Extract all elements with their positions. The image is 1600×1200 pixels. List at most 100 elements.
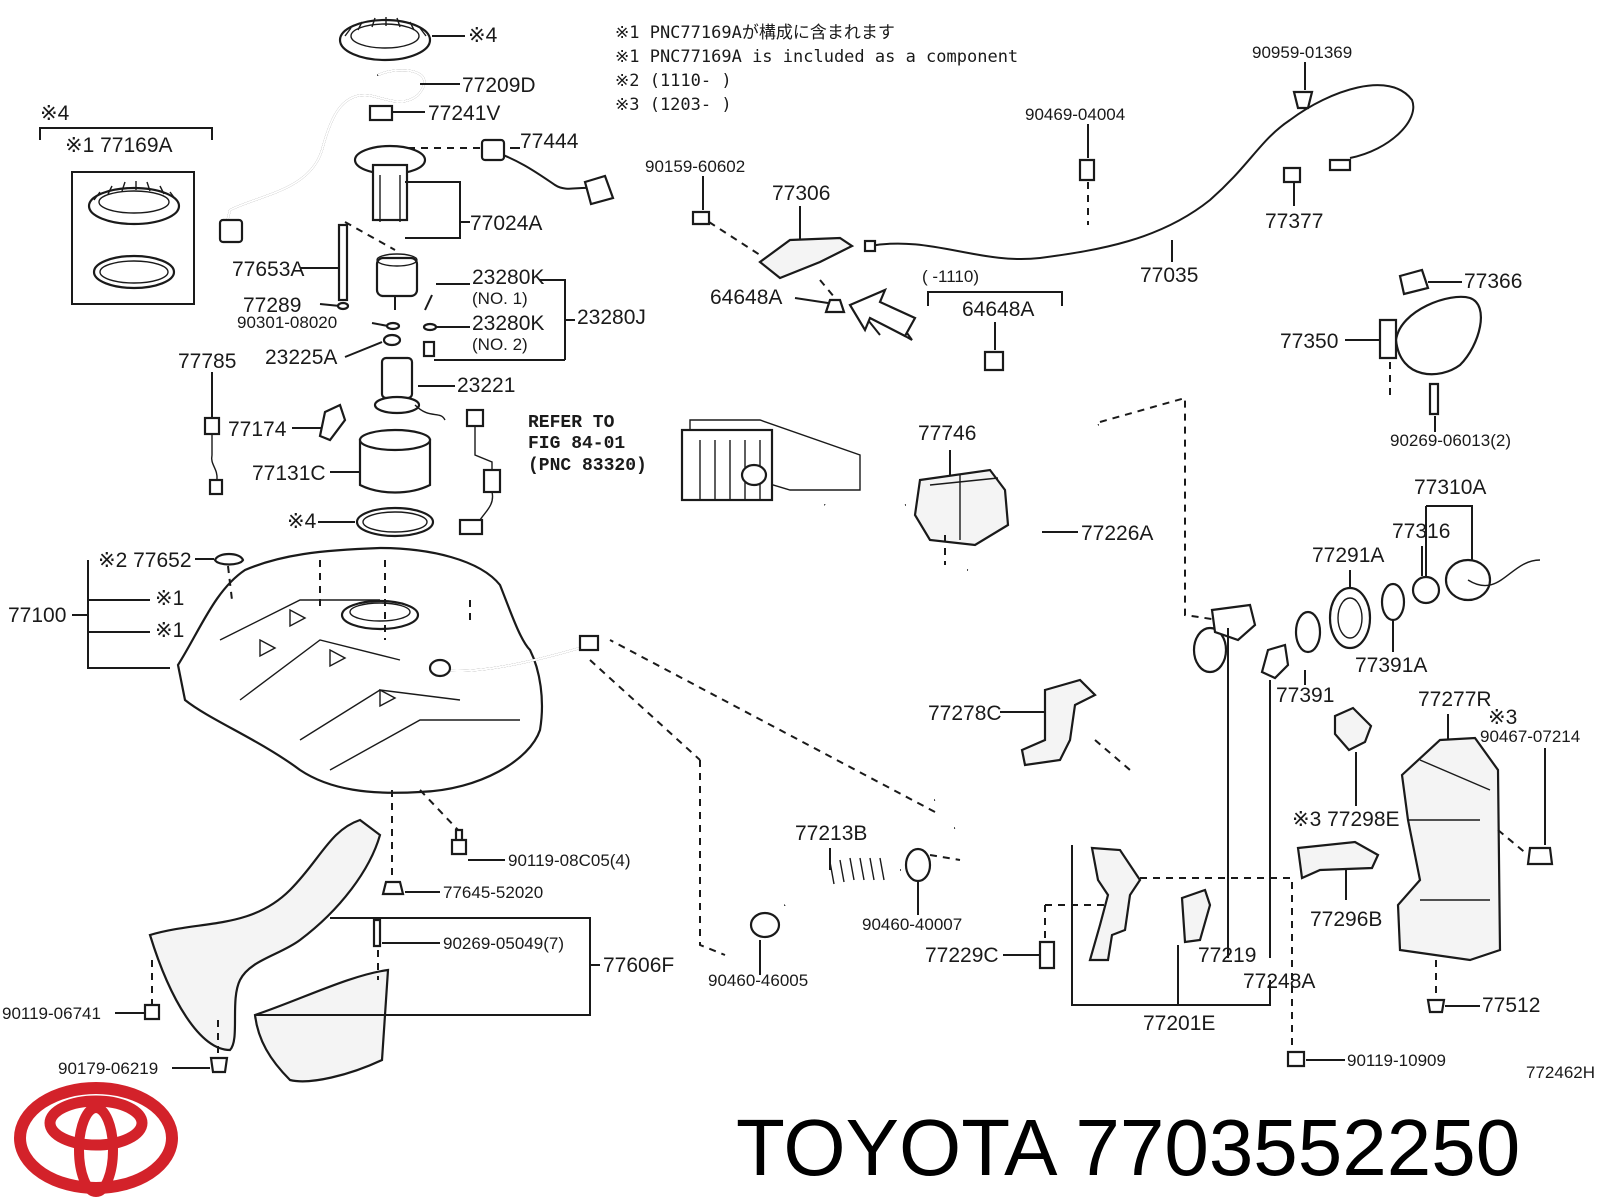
- gasket-77391[interactable]: [1294, 610, 1322, 654]
- tank-mounting: 90119-08C05(4) 77645-52020 77606F 90269-…: [2, 789, 674, 1083]
- bolt-90119-06741[interactable]: [143, 1003, 161, 1021]
- label-77209d: 77209D: [462, 74, 536, 97]
- label-90301: 90301-08020: [237, 313, 337, 332]
- label-77645: 77645-52020: [443, 883, 543, 902]
- footer-title: TOYOTA 7703552250: [736, 1103, 1520, 1192]
- label-90119-10909: 90119-10909: [1347, 1051, 1446, 1070]
- bolt-90119-08c05[interactable]: [450, 828, 468, 856]
- label-90959: 90959-01369: [1252, 43, 1352, 62]
- fuel-filter[interactable]: [375, 256, 419, 298]
- label-77316: 77316: [1392, 520, 1450, 543]
- cap-77652[interactable]: [213, 552, 245, 566]
- lock-ring-top[interactable]: [338, 18, 432, 62]
- label-star3-a: ※3: [1488, 706, 1517, 729]
- label-77350: 77350: [1280, 330, 1338, 353]
- pump-cup-77131c[interactable]: [358, 438, 432, 494]
- clip-90469[interactable]: [1078, 158, 1096, 182]
- clamp-90460-40007[interactable]: [904, 847, 932, 883]
- clip-90467[interactable]: [1526, 846, 1554, 866]
- label-77291a: 77291A: [1312, 544, 1384, 567]
- label-77653a: 77653A: [232, 258, 304, 281]
- bracket-77278c[interactable]: [1020, 678, 1097, 767]
- fuel-tank-77100[interactable]: [176, 546, 600, 794]
- label-77306: 77306: [772, 182, 830, 205]
- label-90469: 90469-04004: [1025, 105, 1125, 124]
- bolt-90119-10909[interactable]: [1286, 1050, 1306, 1068]
- label-90467: 90467-07214: [1480, 727, 1580, 746]
- seal-77316[interactable]: [1411, 575, 1441, 605]
- label-77366: 77366: [1464, 270, 1522, 293]
- rod-77653a[interactable]: [337, 223, 349, 302]
- part-77241v[interactable]: [368, 104, 394, 122]
- housing-77277r[interactable]: [1396, 736, 1502, 962]
- label-90119-06741: 90119-06741: [2, 1004, 101, 1023]
- fuel-lid-77350[interactable]: [1394, 295, 1482, 376]
- label-77226a: 77226A: [1081, 522, 1153, 545]
- valve-77298e[interactable]: [1333, 706, 1373, 752]
- tank-labels: ※2 77652 ※1 ※1 77100: [8, 549, 471, 669]
- label-77746: 77746: [918, 422, 976, 445]
- clip-77248a[interactable]: [1180, 888, 1212, 944]
- bracket-77201e[interactable]: [1088, 846, 1142, 962]
- clip-77512[interactable]: [1426, 998, 1446, 1014]
- fuel-pump-assembly: ※4 77209D 77241V 77444 77024A 77653A: [178, 17, 646, 538]
- clip-77229c[interactable]: [1038, 940, 1056, 970]
- undercover-right[interactable]: [253, 968, 390, 1083]
- label-90460-46005: 90460-46005: [708, 971, 808, 990]
- refer-line-3: (PNC 83320): [528, 456, 647, 476]
- screw-90159[interactable]: [691, 210, 711, 226]
- gasket-77391a[interactable]: [1380, 582, 1406, 622]
- label-star4-kit: ※4: [40, 102, 70, 125]
- label-77035: 77035: [1140, 264, 1198, 287]
- label-77289: 77289: [243, 294, 301, 317]
- label-77391a: 77391A: [1355, 654, 1427, 677]
- tank-opening: [340, 599, 420, 631]
- clip-90179[interactable]: [209, 1056, 229, 1074]
- cable-77035[interactable]: [869, 84, 1415, 260]
- label-77391: 77391: [1276, 684, 1334, 707]
- ring-77291a[interactable]: [1328, 586, 1372, 650]
- lever-77306[interactable]: [758, 236, 855, 280]
- label-23225a: 23225A: [265, 346, 337, 369]
- arrow-indicator: [848, 287, 917, 338]
- clip-64648a[interactable]: [824, 298, 846, 314]
- clip-77391[interactable]: [1260, 643, 1290, 680]
- label-90269-06013: 90269-06013(2): [1390, 431, 1511, 450]
- screw-90269-06013[interactable]: [1428, 382, 1440, 416]
- refer-line-2: FIG 84-01: [528, 434, 625, 454]
- clip-64648a-b[interactable]: [983, 350, 1005, 372]
- canister-group: 77746 77226A: [680, 396, 1219, 621]
- label-77652: ※2 77652: [98, 549, 192, 572]
- label-kit-77169a: ※1 77169A: [65, 134, 173, 157]
- filler-cap-group: 77391 77291A 77391A 77316 77310A ※3 7729…: [1260, 476, 1595, 1082]
- vent-77746[interactable]: [913, 468, 1010, 547]
- label-64648a-b: 64648A: [962, 298, 1034, 321]
- figure-code: 772462H: [1526, 1063, 1595, 1082]
- note-2: ※2 (1110- ): [615, 71, 732, 91]
- refer-line-1: REFER TO: [528, 413, 615, 433]
- label-90269-05049: 90269-05049(7): [443, 934, 564, 953]
- clamp-90460-46005[interactable]: [749, 911, 781, 939]
- label-77296b: 77296B: [1310, 908, 1382, 931]
- sensor-77785[interactable]: [203, 416, 221, 436]
- label-90460-40007: 90460-40007: [862, 915, 962, 934]
- gasket[interactable]: [355, 506, 435, 538]
- bracket-77296b[interactable]: [1296, 840, 1380, 880]
- label-star1-a: ※1: [155, 587, 184, 610]
- part-77444[interactable]: [480, 138, 506, 162]
- clip-77645[interactable]: [381, 880, 405, 896]
- label-no1: (NO. 1): [472, 289, 528, 308]
- label-23280j: 23280J: [577, 306, 646, 329]
- label-77213b: 77213B: [795, 822, 867, 845]
- note-3: ※3 (1203- ): [615, 95, 732, 115]
- label-77512: 77512: [1482, 994, 1540, 1017]
- bolt-90269-05049[interactable]: [372, 918, 382, 948]
- clip-77174[interactable]: [318, 403, 347, 442]
- label-77024a: 77024A: [470, 212, 542, 235]
- spring-77366[interactable]: [1398, 268, 1430, 296]
- fuel-pump-23221[interactable]: [380, 356, 414, 400]
- undercover-left[interactable]: [148, 818, 382, 1052]
- clip-90959[interactable]: [1292, 90, 1314, 110]
- grommet-77377[interactable]: [1282, 166, 1302, 184]
